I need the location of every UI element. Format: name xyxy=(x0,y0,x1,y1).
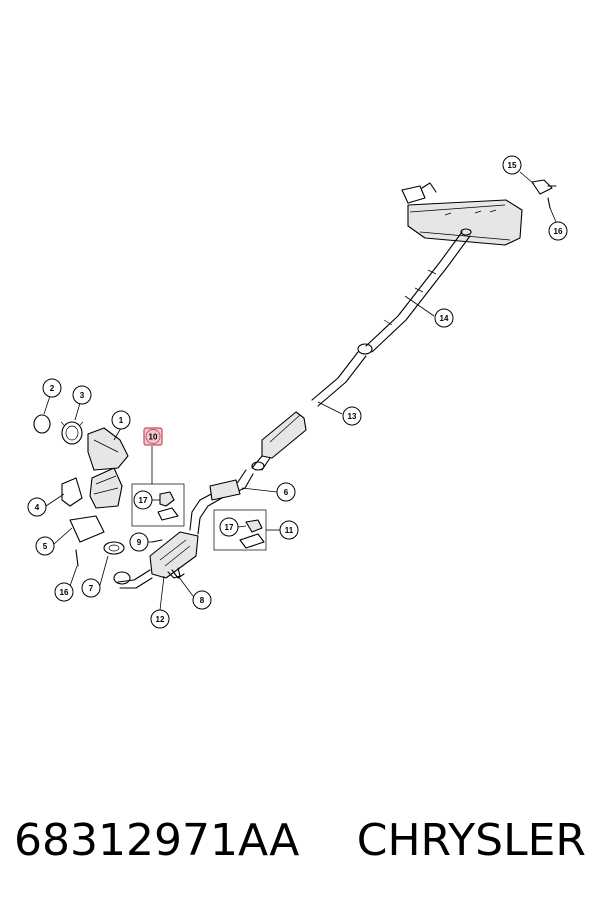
callout-4-label: 4 xyxy=(35,503,40,512)
hanger-kit-10 xyxy=(157,491,179,521)
bracket-5 xyxy=(69,515,105,543)
mid-pipe-resonator xyxy=(251,351,367,471)
callout-8-label: 8 xyxy=(200,596,205,605)
underbody-converter xyxy=(113,531,199,589)
leader-lines xyxy=(43,171,557,611)
callout-5-label: 5 xyxy=(43,542,48,551)
callout-1: 1 xyxy=(111,410,131,430)
callout-15: 15 xyxy=(502,155,522,175)
isolator-15 xyxy=(531,179,557,195)
callout-10-highlight xyxy=(143,427,163,446)
callout-14-label: 14 xyxy=(440,314,449,323)
callout-17-box-10-label: 17 xyxy=(139,496,148,505)
callout-1-label: 1 xyxy=(119,416,124,425)
callout-17-box-10: 17 xyxy=(133,490,153,510)
callout-10-label: 10 xyxy=(149,433,158,442)
callout-16-front: 16 xyxy=(54,582,74,602)
bracket-4 xyxy=(61,477,83,507)
callout-17-box-11-label: 17 xyxy=(225,523,234,532)
callout-17-box-11: 17 xyxy=(219,517,239,537)
muffler xyxy=(401,182,523,246)
hanger-8 xyxy=(171,569,185,579)
front-pipe xyxy=(189,469,254,535)
callout-14: 14 xyxy=(434,308,454,328)
callout-7-label: 7 xyxy=(89,584,94,593)
callout-7: 7 xyxy=(81,578,101,598)
callout-11: 11 xyxy=(279,520,299,540)
callout-13-label: 13 xyxy=(348,412,357,421)
callout-12-label: 12 xyxy=(156,615,165,624)
callout-3: 3 xyxy=(72,385,92,405)
callout-10-ring xyxy=(145,429,161,444)
hanger-kit-11 xyxy=(239,519,265,549)
brand-name: CHRYSLER xyxy=(356,814,586,866)
footer: 68312971AA CHRYSLER xyxy=(0,800,600,880)
callout-3-label: 3 xyxy=(80,391,85,400)
gasket-2 xyxy=(33,414,51,434)
callout-11-label: 11 xyxy=(285,526,294,535)
group-box-10 xyxy=(131,483,185,527)
stud-16-front xyxy=(75,549,79,567)
clamp-3 xyxy=(60,421,84,445)
stud-16-rear xyxy=(547,197,551,209)
callout-15-label: 15 xyxy=(508,161,517,170)
callout-6: 6 xyxy=(276,482,296,502)
callout-10-highlighted: 10 xyxy=(143,427,163,446)
callout-9-label: 9 xyxy=(137,538,142,547)
callout-16-rear: 16 xyxy=(548,221,568,241)
callout-9: 9 xyxy=(129,532,149,552)
rear-pipe xyxy=(357,228,472,355)
manifold-converter xyxy=(87,427,129,509)
callout-2: 2 xyxy=(42,378,62,398)
callout-16-rear-label: 16 xyxy=(554,227,563,236)
callout-12: 12 xyxy=(150,609,170,629)
exhaust-system-diagram: 1 2 3 4 5 6 7 8 xyxy=(27,155,568,629)
callout-2-label: 2 xyxy=(50,384,55,393)
callout-4: 4 xyxy=(27,497,47,517)
callout-6-label: 6 xyxy=(284,488,289,497)
gasket-7 xyxy=(103,541,125,555)
part-number: 68312971AA xyxy=(14,814,300,866)
callout-5: 5 xyxy=(35,536,55,556)
callout-8: 8 xyxy=(192,590,212,610)
bolt-9 xyxy=(151,539,163,543)
callout-13: 13 xyxy=(342,406,362,426)
callout-16-front-label: 16 xyxy=(60,588,69,597)
